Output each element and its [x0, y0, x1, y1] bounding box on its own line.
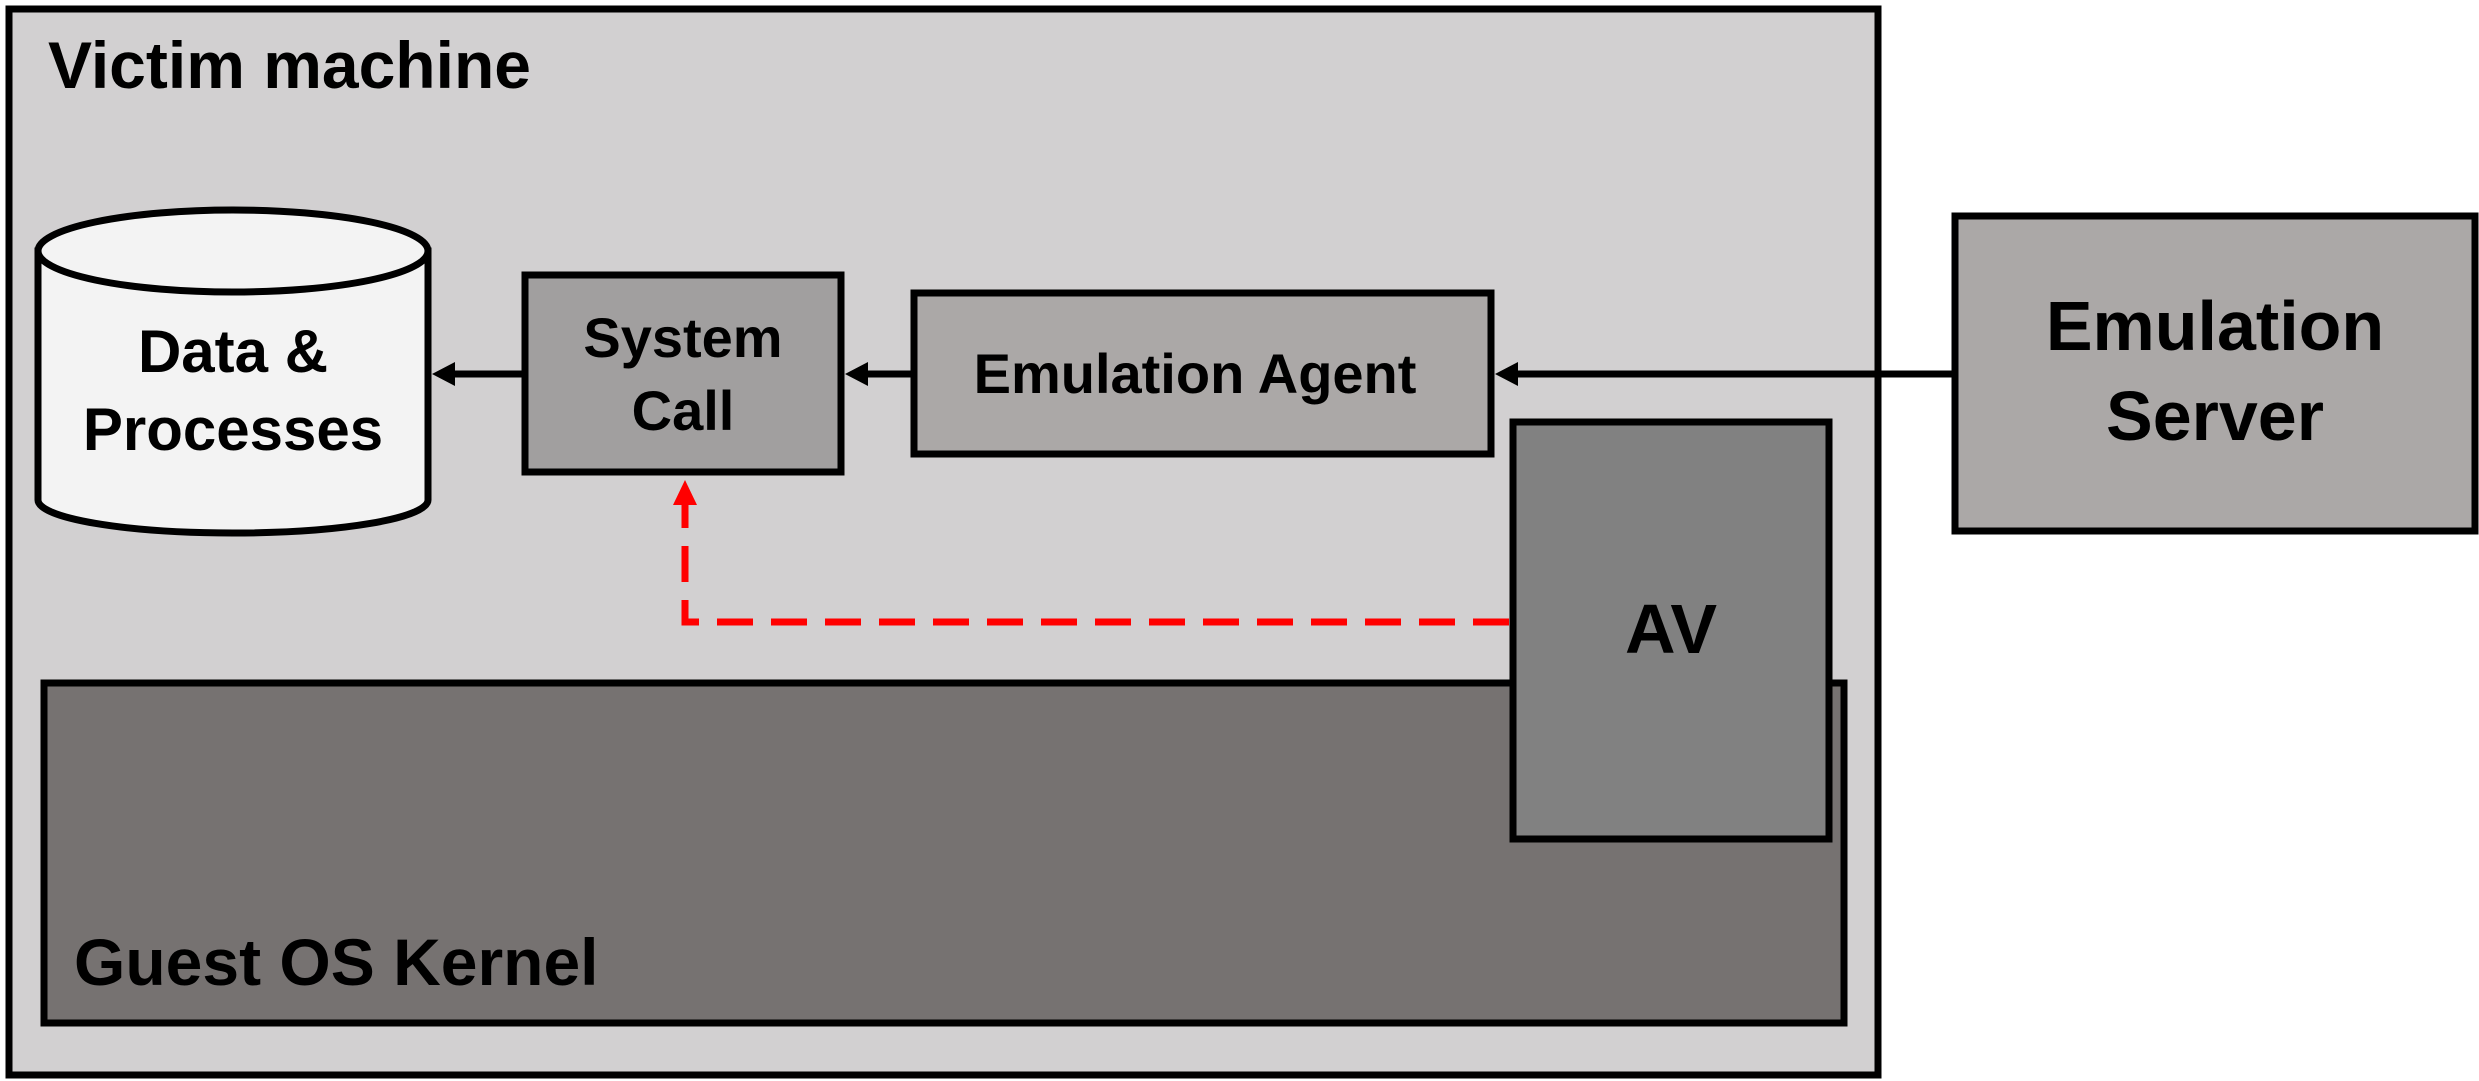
arrow-system-call-to-data [432, 362, 525, 386]
guest-os-kernel-box: Guest OS Kernel [40, 679, 1848, 1027]
data-processes-label-line2: Processes [83, 396, 383, 463]
emulation-agent-label: Emulation Agent [974, 342, 1417, 405]
arrow-server-to-agent [1495, 362, 1955, 386]
emulation-server-label-line1: Emulation [2046, 287, 2384, 365]
av-label: AV [1625, 590, 1717, 668]
emulation-server-label-line2: Server [2106, 377, 2324, 455]
av-box: AV [1509, 418, 1833, 843]
system-call-label-line2: Call [632, 379, 735, 442]
system-call-label-line1: System [583, 306, 782, 369]
arrow-agent-to-system-call [845, 362, 914, 386]
emulation-agent-box: Emulation Agent [910, 289, 1495, 458]
guest-os-kernel-label: Guest OS Kernel [74, 925, 599, 999]
data-processes-label-line1: Data & [138, 318, 328, 385]
data-processes-cylinder: Data & Processes [34, 206, 432, 537]
arrow-av-to-system-call [673, 480, 1509, 626]
emulation-server-box: Emulation Server [1951, 212, 2479, 535]
victim-machine-title: Victim machine [48, 28, 531, 102]
system-call-box: System Call [521, 271, 845, 476]
